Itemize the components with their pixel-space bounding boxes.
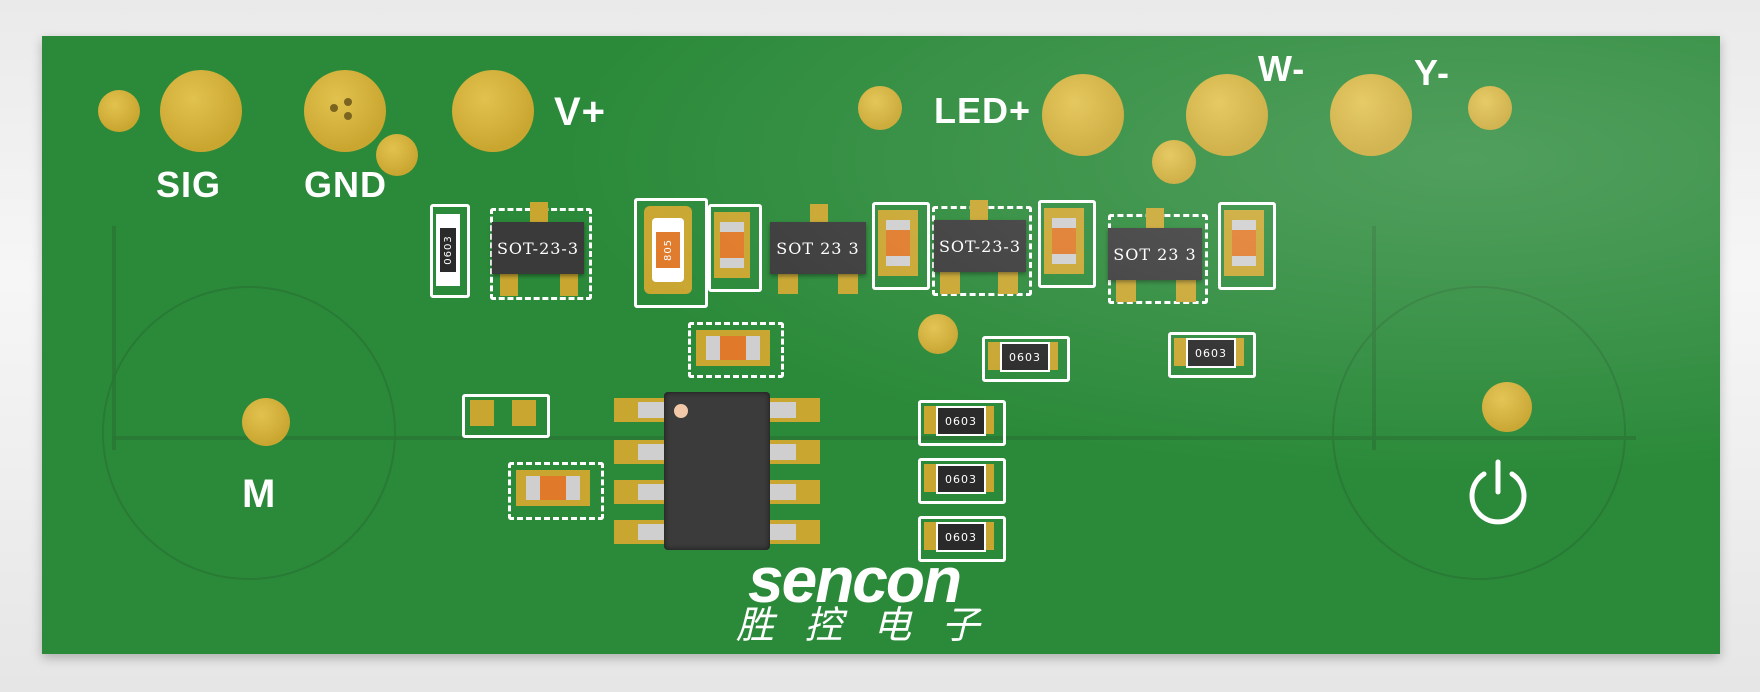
pad-pair-outline — [462, 394, 550, 438]
pcb-board: SIG GND V+ LED+ W- Y- M 0603 SOT-23-3 80… — [42, 36, 1720, 654]
cap-outline — [508, 462, 604, 520]
small-pad — [98, 90, 140, 132]
gnd-label: GND — [304, 164, 387, 205]
power-icon — [1469, 459, 1527, 525]
small-pad — [1152, 140, 1196, 184]
v-plus-pad — [452, 70, 534, 152]
brand-logo-chinese: 胜 控 电 子 — [736, 605, 990, 647]
sig-label: SIG — [156, 164, 222, 205]
capacitor — [886, 230, 910, 256]
m-label: M — [242, 472, 277, 516]
cap-outline — [1218, 202, 1276, 290]
capacitor — [1232, 230, 1256, 256]
resistor-outline — [918, 458, 1006, 504]
via-pad — [918, 314, 958, 354]
trace — [102, 286, 396, 580]
capacitor — [1052, 228, 1076, 254]
y-minus-pad — [1330, 74, 1412, 156]
sot23-transistor: SOT-23-3 — [492, 222, 584, 274]
w-minus-label: W- — [1258, 48, 1306, 89]
capacitor — [720, 232, 744, 258]
small-pad — [858, 86, 902, 130]
capacitor — [540, 476, 566, 500]
small-pad — [1468, 86, 1512, 130]
power-pad — [1482, 382, 1532, 432]
resistor-0603: 0603 — [436, 214, 460, 286]
resistor-0603: 0603 — [936, 522, 986, 552]
resistor-outline — [430, 204, 470, 298]
y-minus-label: Y- — [1414, 52, 1451, 93]
v-plus-label: V+ — [554, 90, 607, 134]
led-plus-label: LED+ — [934, 90, 1032, 131]
m-pad — [242, 398, 290, 446]
brand-logo: sencon — [748, 544, 962, 616]
resistor-0603: 0603 — [936, 406, 986, 436]
resistor-0603: 0603 — [1000, 342, 1050, 372]
capacitor — [720, 336, 746, 360]
resistor-outline — [1168, 332, 1256, 378]
soic8-ic — [664, 392, 770, 550]
sot23-transistor: SOT-23-3 — [934, 220, 1026, 272]
resistor-outline — [918, 516, 1006, 562]
cap-outline — [688, 322, 784, 378]
gnd-pad — [304, 70, 386, 152]
sig-pad — [160, 70, 242, 152]
trace — [1332, 286, 1626, 580]
resistor-outline — [918, 400, 1006, 446]
capacitor-outline — [634, 198, 708, 308]
resistor-outline — [982, 336, 1070, 382]
small-pad — [376, 134, 418, 176]
gnd-pad-holes — [322, 98, 362, 128]
cap-outline — [1038, 200, 1096, 288]
sot23-transistor: SOT 23 3 — [770, 222, 866, 274]
led-plus-pad — [1042, 74, 1124, 156]
sot23-transistor: SOT 23 3 — [1108, 228, 1202, 280]
cap-outline — [708, 204, 762, 292]
pin1-dot — [674, 404, 688, 418]
resistor-0603: 0603 — [936, 464, 986, 494]
capacitor-0805: 805 — [652, 218, 684, 282]
cap-outline — [872, 202, 930, 290]
resistor-0603: 0603 — [1186, 338, 1236, 368]
w-minus-pad — [1186, 74, 1268, 156]
